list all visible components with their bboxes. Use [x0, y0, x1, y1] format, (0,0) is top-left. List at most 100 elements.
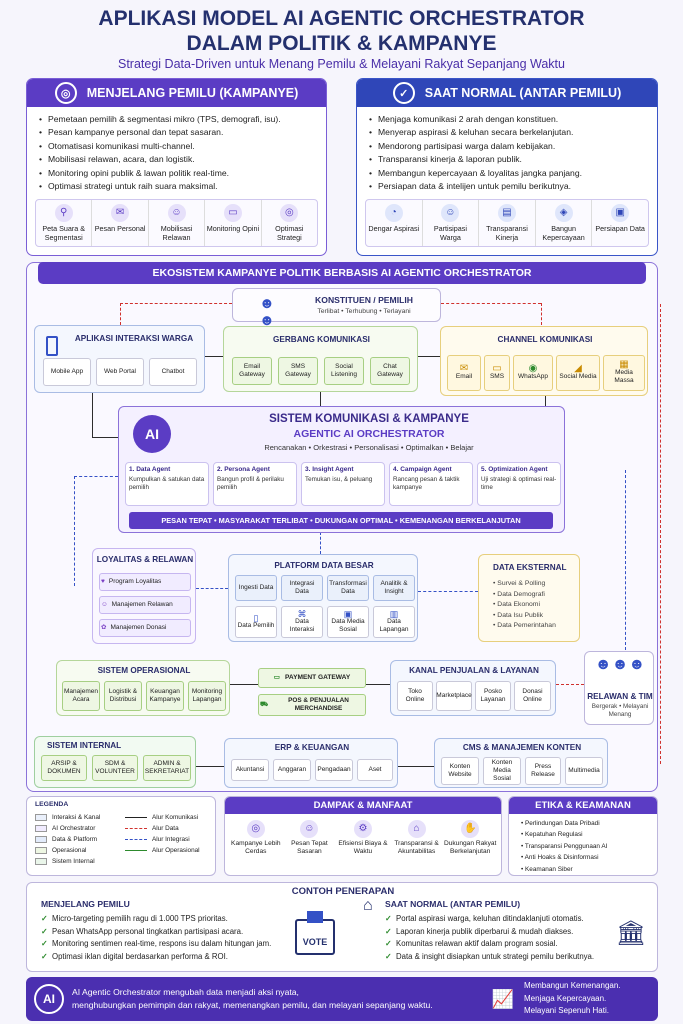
list-item-label: Perlindungan Data Pribadi: [525, 820, 600, 827]
gateway-box: GERBANG KOMUNIKASI Email Gateway SMS Gat…: [223, 326, 418, 392]
legend-swatch: [35, 858, 47, 865]
megaphone-icon: ✉: [459, 363, 469, 374]
etika-list: • Perlindungan Data Pribadi • Kepatuhan …: [509, 814, 657, 875]
list-item: Monitoring opini publik & lawan politik …: [39, 167, 314, 181]
eksternal-list: • Survei & Polling • Data Demografi • Da…: [493, 579, 556, 632]
arrow-icon: [125, 817, 147, 818]
orchestrator-title2: AGENTIC AI ORCHESTRATOR: [293, 428, 445, 440]
erp-item: Pengadaan: [315, 759, 353, 781]
network-icon: ⌘: [297, 609, 307, 619]
app-item: Web Portal: [96, 358, 144, 386]
building-icon: ⌂: [407, 820, 426, 838]
dampak-label: Dukungan Rakyat Berkelanjutan: [443, 840, 497, 856]
list-item: Monitoring sentimen real-time, respons i…: [41, 938, 311, 951]
people-icon: ☺: [167, 204, 186, 223]
campaign-icon-item: ☺Mobilisasi Relawan: [149, 200, 206, 247]
konstituen-box: ☻☻ KONSTITUEN / PEMILIH Terlibat • Terhu…: [232, 288, 441, 329]
normal-icon-item: ◈Bangun Kepercayaan: [536, 200, 593, 247]
dampak-item: ☺Pesan Tepat Sasaran: [283, 820, 337, 857]
payment-label: PAYMENT GATEWAY: [285, 674, 351, 681]
list-item: • Anti Hoaks & Disinformasi: [521, 854, 599, 862]
loyalitas-item: ✿Manajemen Donasi: [99, 619, 191, 637]
list-item: • Data Ekonomi: [493, 601, 540, 609]
dampak-box: DAMPAK & MANFAAT ◎Kampanye Lebih Cerdas …: [224, 796, 502, 876]
agent-desc: Kumpulkan & satukan data pemilih: [129, 476, 205, 491]
communication-line: [205, 356, 223, 358]
icon-label: Transparansi Kinerja: [486, 224, 528, 243]
phone-icon: ▯: [253, 613, 259, 623]
agent-name: 4. Campaign Agent: [393, 466, 452, 473]
legend-swatch: [35, 847, 47, 854]
campaign-icon-item: ▭Monitoring Opini: [205, 200, 262, 247]
cms-item: Multimedia: [565, 757, 603, 785]
arrow-icon: [125, 850, 147, 851]
integration-line: [418, 591, 478, 592]
legend-swatch: [35, 836, 47, 843]
integration-line: [74, 476, 118, 477]
target-icon: ◎: [54, 82, 77, 104]
campaign-icon-item: ✉Pesan Personal: [92, 200, 149, 247]
kanal-item: Posko Layanan: [475, 681, 511, 711]
operasional-box: SISTEM OPERASIONAL Manajemen Acara Logis…: [56, 660, 230, 716]
list-item-label: Data Isu Publik: [497, 611, 543, 619]
data-flow-line: [441, 303, 541, 304]
ai-icon: AI: [34, 984, 64, 1014]
kanal-item: Marketplace: [436, 681, 472, 711]
etika-box: ETIKA & KEAMANAN • Perlindungan Data Pri…: [508, 796, 658, 876]
page-subtitle: Strategi Data-Driven untuk Menang Pemilu…: [118, 57, 565, 71]
kanal-box: KANAL PENJUALAN & LAYANAN Toko Online Ma…: [390, 660, 556, 716]
channel-item: ◉WhatsApp: [513, 355, 553, 391]
campaign-icon-item: ⚲Peta Suara & Segmentasi: [36, 200, 93, 247]
list-item-label: Transparansi Penggunaan AI: [524, 842, 608, 850]
erp-box: ERP & KEUANGAN Akuntansi Anggaran Pengad…: [224, 738, 398, 788]
sms-icon: ▭: [492, 363, 502, 374]
integration-line: [625, 470, 626, 650]
channel-item: ◢Social Media: [556, 355, 600, 391]
erp-title: ERP & KEUANGAN: [274, 743, 350, 752]
app-title: APLIKASI INTERAKSI WARGA: [74, 334, 194, 343]
title-line-1: APLIKASI MODEL AI AGENTIC ORCHESTRATOR: [98, 7, 585, 30]
ballot-paper-icon: [307, 911, 323, 923]
legend-swatch: [35, 825, 47, 832]
envelope-icon: ✉: [111, 204, 130, 223]
monitor-icon: ▭: [223, 204, 242, 223]
list-item-label: Anti Hoaks & Disinformasi: [524, 854, 599, 862]
kanal-title: KANAL PENJUALAN & LAYANAN: [409, 666, 539, 675]
arrow-icon: [125, 839, 147, 840]
legend-label: Alur Operasional: [152, 847, 200, 854]
normal-icon-row: ◔Dengar Aspirasi ☺Partisipasi Warga ▤Tra…: [365, 199, 649, 248]
gateway-item: SMS Gateway: [278, 357, 318, 385]
list-item: Mobilisasi relawan, acara, dan logistik.: [39, 153, 314, 167]
legend-swatches: Interaksi & Kanal AI Orchestrator Data &…: [35, 812, 100, 867]
integration-line: [196, 588, 228, 589]
bigdata-source-label: Data Media Sosial: [331, 618, 365, 633]
list-item: Pemetaan pemilih & segmentasi mikro (TPS…: [39, 113, 314, 127]
government-building-icon: ⌂: [363, 897, 373, 914]
agent-desc: Rancang pesan & taktik kampanye: [393, 476, 460, 491]
legend-label: Alur Integrasi: [152, 836, 190, 843]
eksternal-title: DATA EKSTERNAL: [493, 563, 567, 572]
cart-icon: ⛟: [260, 701, 269, 708]
bigdata-source: ▥Data Lapangan: [373, 606, 415, 638]
campaign-icon-item: ◎Optimasi Strategi: [262, 200, 317, 246]
icon-label: Peta Suara & Segmentasi: [42, 224, 86, 243]
channel-item: ▦Media Massa: [603, 355, 645, 391]
team-icon: ☻☻☻: [594, 656, 646, 673]
icon-label: Partisipasi Warga: [433, 224, 467, 243]
legend-item: Sistem Internal: [35, 856, 100, 867]
courthouse-icon: 🏛: [615, 920, 647, 947]
list-item: Optimasi strategi untuk raih suara maksi…: [39, 180, 314, 194]
list-item-label: Data Ekonomi: [497, 601, 540, 609]
normal-icon-item: ◔Dengar Aspirasi: [366, 200, 423, 247]
operasional-title: SISTEM OPERASIONAL: [97, 666, 191, 675]
gateway-item: Chat Gateway: [370, 357, 410, 385]
operasional-item: Monitoring Lapangan: [188, 681, 226, 711]
normal-header-label: SAAT NORMAL (ANTAR PEMILU): [424, 86, 622, 100]
legend-swatch: [35, 814, 47, 821]
pos-merchandise: ⛟POS & PENJUALAN MERCHANDISE: [258, 694, 366, 716]
communication-line: [398, 766, 434, 768]
communication-line: [92, 393, 94, 437]
list-item: • Kepatuhan Regulasi: [521, 831, 583, 839]
growth-chart-icon: 📈: [491, 989, 515, 1009]
